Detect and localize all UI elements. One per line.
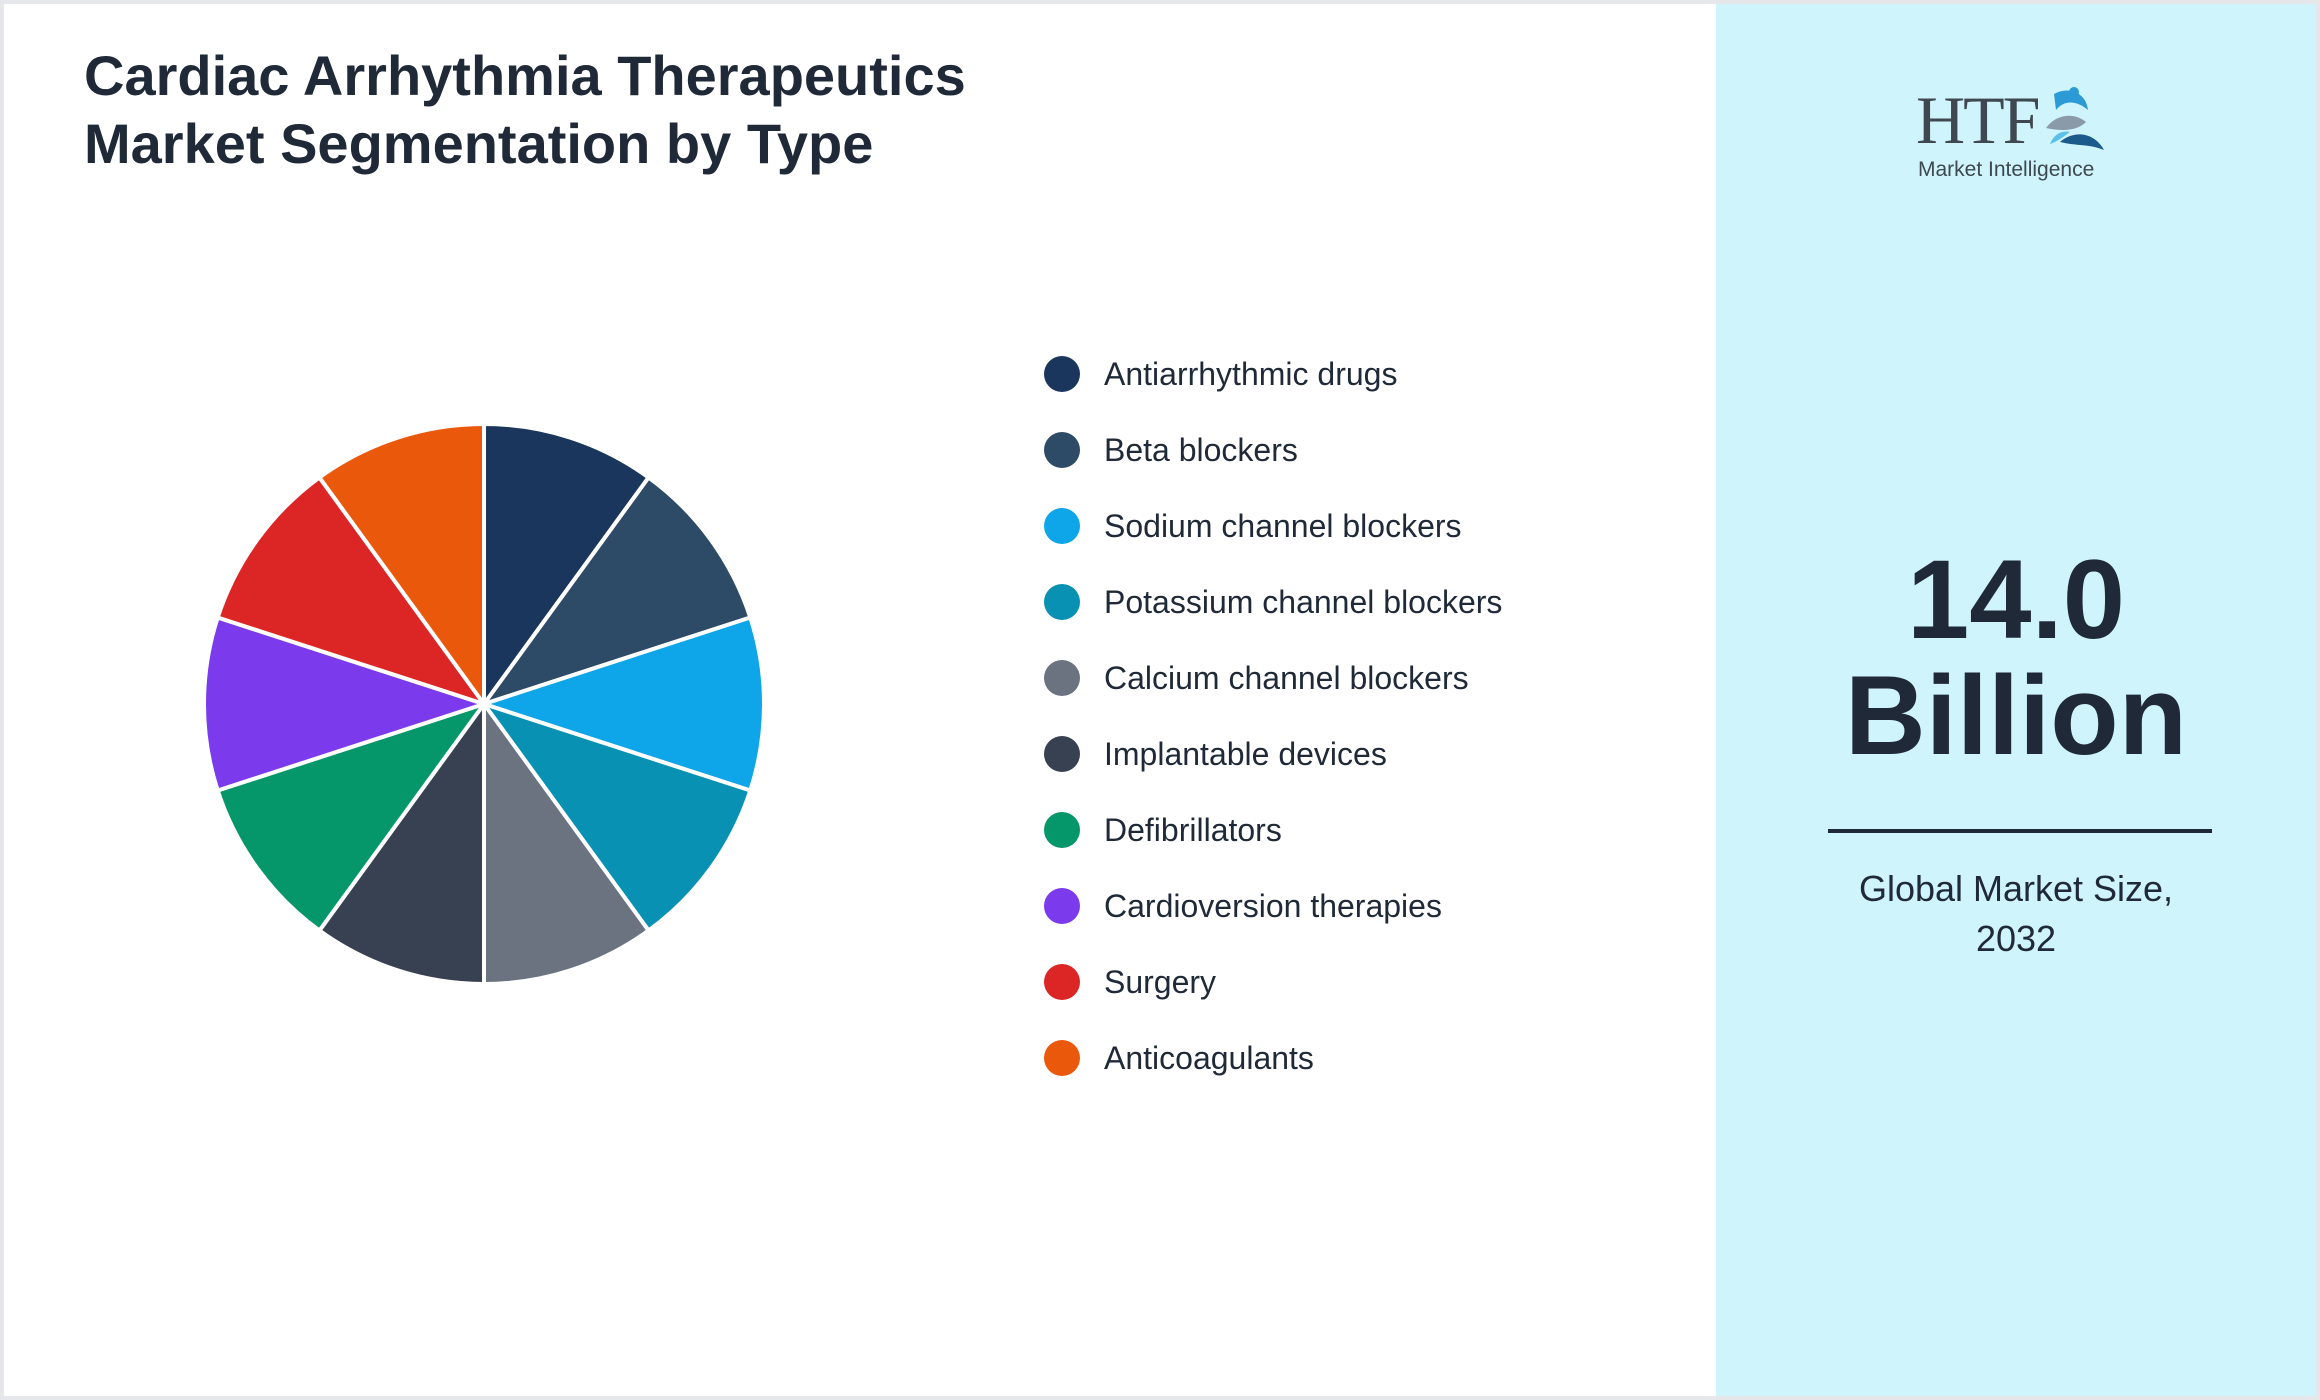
legend-item-sodium-channel-blockers: Sodium channel blockers [1044,488,1502,564]
title-line-2: Market Segmentation by Type [84,112,874,175]
pie-slice-surgery [215,475,486,706]
market-size-value: 14.0 [1907,537,2125,662]
legend-item-antiarrhythmic-drugs: Antiarrhythmic drugs [1044,336,1502,412]
legend-item-potassium-channel-blockers: Potassium channel blockers [1044,564,1502,640]
legend-swatch [1044,584,1080,620]
pie-slice-antiarrhythmic-drugs [482,422,651,706]
pie-slice-cardioversion-therapies [202,615,486,793]
pie-slice-defibrillators [215,702,486,933]
legend-item-surgery: Surgery [1044,944,1502,1020]
market-size-panel: HTF Market Intelligence 14.0 Billion Glo… [1716,4,2316,1396]
pie-slice-anticoagulants [317,422,486,706]
market-size-caption: Global Market Size, 2032 [1716,864,2316,964]
htf-logo: HTF Market Intelligence [1916,80,2116,190]
pie-slice-beta-blockers [482,475,753,706]
legend-item-beta-blockers: Beta blockers [1044,412,1502,488]
legend-label: Defibrillators [1104,811,1282,848]
legend-swatch [1044,660,1080,696]
legend-label: Beta blockers [1104,431,1298,468]
legend-swatch [1044,812,1080,848]
legend-label: Anticoagulants [1104,1039,1314,1076]
legend-swatch [1044,888,1080,924]
divider [1828,829,2212,833]
market-size-unit: Billion [1844,653,2188,778]
legend-swatch [1044,432,1080,468]
legend-label: Surgery [1104,963,1217,1000]
pie-slice-sodium-channel-blockers [482,615,766,793]
title-line-1: Cardiac Arrhythmia Therapeutics [84,44,966,107]
logo-swirl-icon [2046,87,2104,150]
legend-swatch [1044,964,1080,1000]
legend-swatch [1044,736,1080,772]
legend-label: Implantable devices [1104,735,1387,772]
legend-label: Antiarrhythmic drugs [1104,355,1398,392]
legend-item-defibrillators: Defibrillators [1044,792,1502,868]
chart-panel: Cardiac Arrhythmia Therapeutics Market S… [4,4,1716,1396]
pie-slice-implantable-devices [317,702,486,986]
legend-label: Calcium channel blockers [1104,659,1469,696]
page-title: Cardiac Arrhythmia Therapeutics Market S… [84,42,1084,178]
legend-label: Sodium channel blockers [1104,507,1462,544]
legend-item-anticoagulants: Anticoagulants [1044,1020,1502,1096]
legend-item-cardioversion-therapies: Cardioversion therapies [1044,868,1502,944]
pie-chart [202,422,766,986]
logo-wordmark: HTF [1916,82,2040,158]
caption-line-1: Global Market Size, [1858,868,2174,909]
logo-subtitle: Market Intelligence [1918,158,2095,181]
legend-swatch [1044,1040,1080,1076]
legend-swatch [1044,508,1080,544]
legend-item-implantable-devices: Implantable devices [1044,716,1502,792]
legend-item-calcium-channel-blockers: Calcium channel blockers [1044,640,1502,716]
legend-swatch [1044,356,1080,392]
pie-slice-potassium-channel-blockers [482,702,753,933]
legend-label: Potassium channel blockers [1104,583,1503,620]
pie-slice-calcium-channel-blockers [482,702,651,986]
legend-label: Cardioversion therapies [1104,887,1442,924]
caption-line-2: 2032 [1975,918,2057,959]
